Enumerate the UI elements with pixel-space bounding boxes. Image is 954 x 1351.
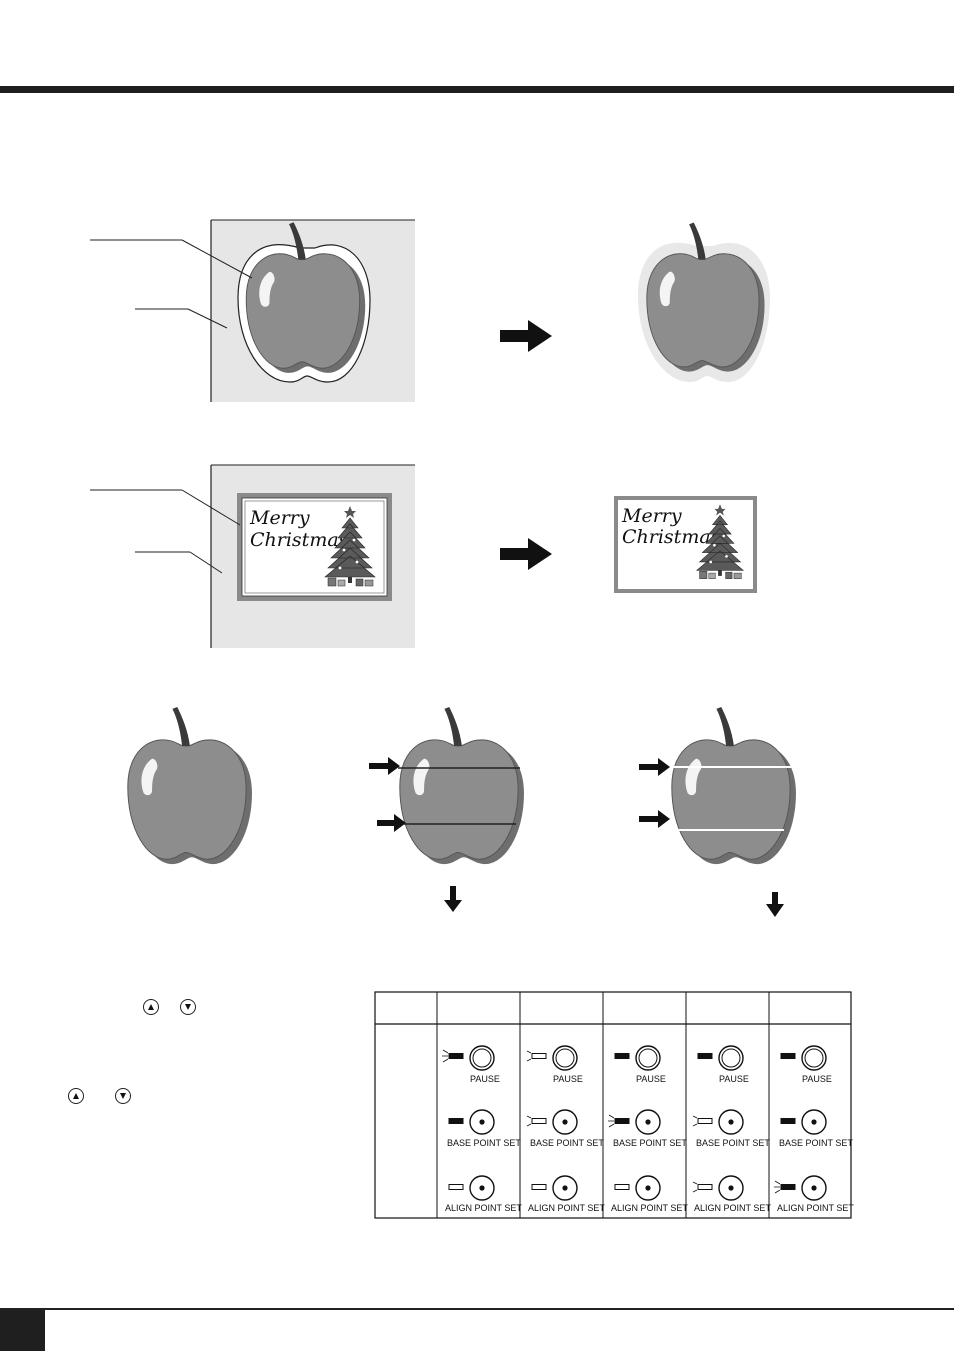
base-point-set-label: BASE POINT SET: [779, 1138, 853, 1148]
align-point-set-label: ALIGN POINT SET: [528, 1203, 605, 1213]
apple-with-dark-lines: [369, 706, 525, 912]
card-result-text-merry: Merry: [621, 505, 682, 527]
arrow-down-icon: [766, 892, 784, 917]
arrow-right-icon: [639, 810, 670, 828]
pause-label: PAUSE: [802, 1074, 832, 1084]
align-point-set-label: ALIGN POINT SET: [694, 1203, 771, 1213]
page-tab-block: [0, 1310, 45, 1351]
up-triangle-button-icon: [68, 1088, 84, 1104]
base-point-set-label: BASE POINT SET: [447, 1138, 521, 1148]
arrow-right-icon: [500, 320, 552, 352]
footer-line: [0, 1308, 954, 1310]
pause-label: PAUSE: [636, 1074, 666, 1084]
align-point-set-label: ALIGN POINT SET: [445, 1203, 522, 1213]
card-text-merry: Merry: [249, 507, 310, 529]
arrow-down-icon: [444, 886, 462, 912]
pause-label: PAUSE: [719, 1074, 749, 1084]
base-point-set-label: BASE POINT SET: [613, 1138, 687, 1148]
apple-cut-result: [638, 222, 770, 382]
down-triangle-button-icon: [180, 999, 196, 1015]
header-bar: [0, 86, 954, 93]
card-result-text-christmas: Christmas: [622, 526, 721, 548]
led-status-table: PAUSE BASE POINT SET ALIGN POINT SET PAU…: [374, 991, 854, 1219]
card-with-background: Merry Christmas: [90, 464, 415, 648]
card-text-christmas: Christmas: [250, 529, 349, 551]
arrow-right-icon: [377, 814, 406, 832]
apple-plain: [127, 706, 253, 865]
align-point-set-label: ALIGN POINT SET: [611, 1203, 688, 1213]
pause-label: PAUSE: [553, 1074, 583, 1084]
arrow-right-icon: [369, 757, 400, 775]
arrow-right-icon: [639, 758, 670, 776]
up-triangle-button-icon: [143, 999, 159, 1015]
base-point-set-label: BASE POINT SET: [696, 1138, 770, 1148]
align-point-set-label: ALIGN POINT SET: [777, 1203, 854, 1213]
pause-label: PAUSE: [470, 1074, 500, 1084]
apple-with-background: [90, 219, 415, 402]
arrow-right-icon: [500, 538, 552, 570]
apple-with-white-lines: [639, 706, 797, 917]
down-triangle-button-icon: [115, 1088, 131, 1104]
card-cut-result: Merry Christmas: [614, 496, 757, 593]
base-point-set-label: BASE POINT SET: [530, 1138, 604, 1148]
